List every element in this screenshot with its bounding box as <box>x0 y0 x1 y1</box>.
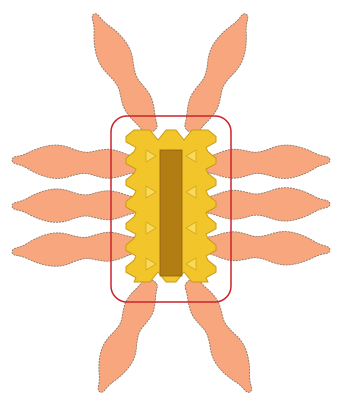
arm-left-1 <box>12 145 140 178</box>
arm-right-1 <box>202 145 330 178</box>
arm-lower-left <box>98 279 157 392</box>
core-layer <box>126 130 216 282</box>
arm-lower-right <box>185 279 252 393</box>
arm-right-3 <box>202 232 330 265</box>
arm-left-3 <box>12 232 140 266</box>
arm-left-2 <box>12 189 140 222</box>
arm-right-2 <box>202 188 330 221</box>
central-spine <box>160 150 182 276</box>
